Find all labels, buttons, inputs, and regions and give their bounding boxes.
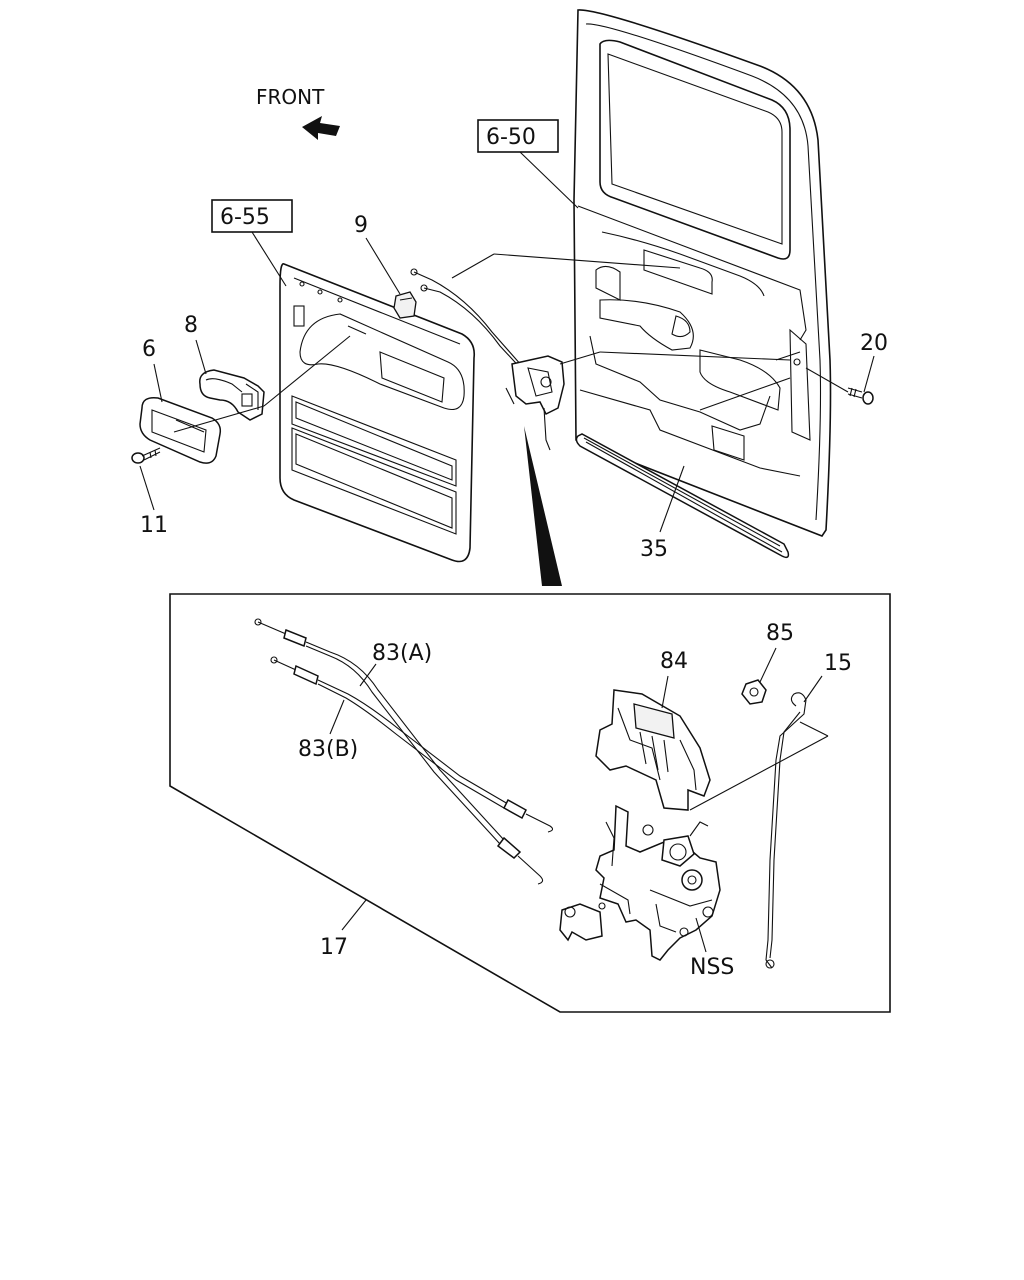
part-20-screw [847, 387, 874, 405]
callout-nss: NSS [690, 955, 734, 980]
upper-lock-assembly [410, 268, 565, 451]
detail-pointer [524, 426, 562, 586]
callout-83b: 83(B) [298, 737, 358, 762]
part-84-cover [595, 689, 711, 811]
part-9-clip [393, 291, 417, 319]
callout-35: 35 [640, 537, 668, 562]
callout-6: 6 [142, 337, 156, 362]
callout-84: 84 [660, 649, 688, 674]
callout-20: 20 [860, 331, 888, 356]
ref-6-55-label: 6-55 [220, 205, 270, 230]
part-15-rod [765, 692, 807, 969]
part-35-strip [575, 433, 790, 559]
part-11-screw [131, 447, 161, 464]
callout-15: 15 [824, 651, 852, 676]
callout-9: 9 [354, 213, 368, 238]
front-arrow-icon [302, 116, 340, 140]
part-8-handle [199, 369, 265, 421]
callout-83a: 83(A) [372, 641, 432, 666]
trim-panel [279, 263, 476, 563]
callout-85: 85 [766, 621, 794, 646]
callout-17: 17 [320, 935, 348, 960]
ref-6-50-label: 6-50 [486, 125, 536, 150]
callout-11: 11 [140, 513, 168, 538]
latch-mechanism [559, 804, 721, 961]
ref-box-6-50 [477, 119, 559, 153]
part-85-nut [741, 679, 767, 705]
callout-8: 8 [184, 313, 198, 338]
front-label: FRONT [256, 85, 325, 109]
door-shell [573, 9, 832, 537]
part-83-cables [254, 618, 554, 885]
detail-box [169, 593, 891, 1013]
